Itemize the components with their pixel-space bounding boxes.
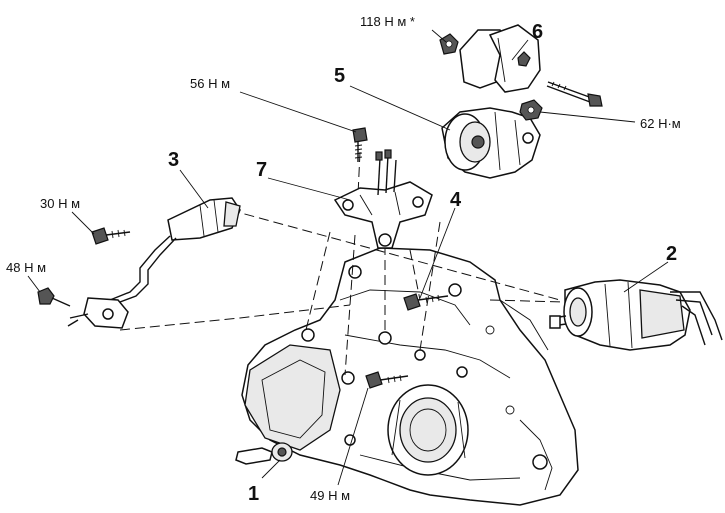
- hose-bracket: [67, 297, 129, 329]
- sensor-1: [235, 442, 293, 465]
- transaxle-housing: [241, 247, 579, 506]
- torque-label-62: 62 Н·м: [640, 116, 681, 131]
- callout-3: 3: [168, 149, 179, 171]
- torque-label-30: 30 Н м: [40, 196, 80, 211]
- callout-5: 5: [334, 65, 345, 87]
- bolt-48nm: [37, 287, 71, 307]
- bolt-4: [403, 293, 449, 311]
- bolt-30nm: [91, 227, 131, 245]
- nut-118nm: [439, 33, 459, 55]
- callout-4: 4: [450, 189, 462, 211]
- callout-6: 6: [532, 21, 543, 43]
- bolt-56nm: [352, 127, 368, 162]
- clutch-slave-cylinder-3: [97, 197, 241, 306]
- bracket-6: [459, 24, 541, 93]
- torque-label-118: 118 Н м *: [360, 14, 415, 29]
- alignment-lines: [119, 151, 566, 376]
- callout-7: 7: [256, 159, 267, 181]
- torque-label-49: 49 Н м: [310, 488, 350, 503]
- nut-62nm: [519, 99, 543, 121]
- through-bolt: [546, 81, 603, 107]
- torque-label-48: 48 Н м: [6, 260, 46, 275]
- leader-lines: [27, 29, 669, 486]
- mount-bracket-7: [333, 149, 433, 249]
- torque-label-56: 56 Н м: [190, 76, 230, 91]
- mount-insulator-5: [441, 107, 541, 179]
- starter-motor-2: [549, 279, 723, 351]
- callout-1: 1: [248, 483, 259, 505]
- bolt-49nm: [365, 371, 409, 389]
- callout-2: 2: [666, 243, 677, 265]
